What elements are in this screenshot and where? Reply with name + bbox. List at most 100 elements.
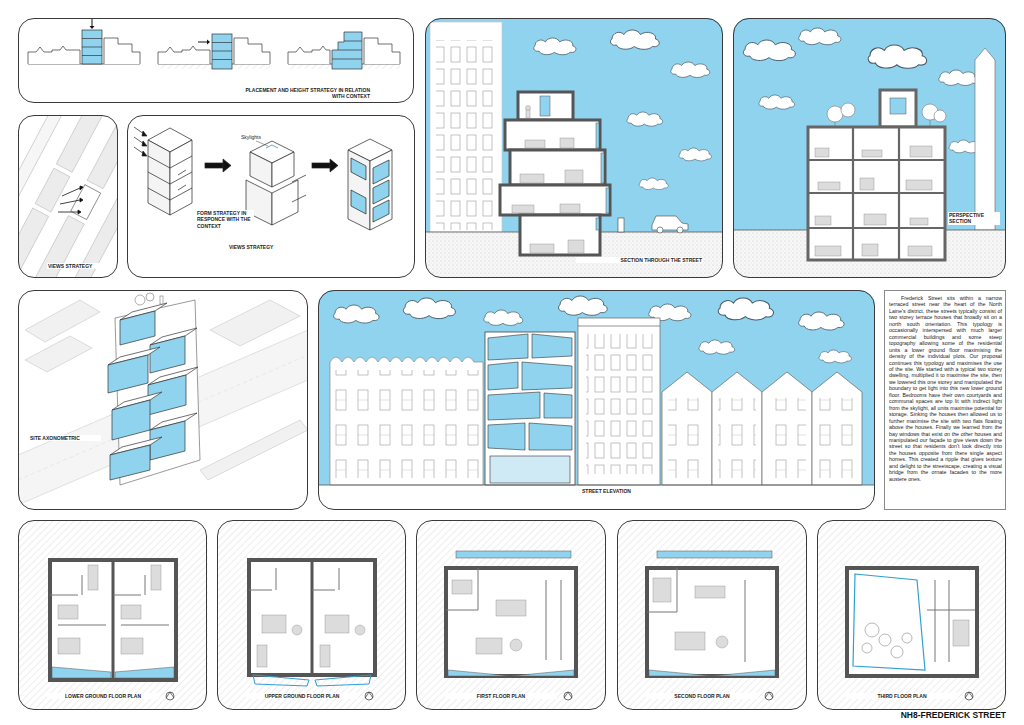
axonometric-drawing-part xyxy=(108,303,198,480)
perspective-section-drawing-part-part xyxy=(864,214,886,225)
street-elevation-drawing-part-part xyxy=(488,334,528,360)
upper-ground-plan-drawing-part-part-part xyxy=(325,615,349,633)
second-floor-plan-drawing-part-part xyxy=(647,568,745,662)
perspective-section-drawing-part-part xyxy=(808,127,945,260)
upper-ground-plan-drawing-part xyxy=(217,520,407,710)
upper-ground-plan-drawing-part-part-part xyxy=(320,645,330,667)
views-map-part xyxy=(18,115,118,278)
street-section-drawing-part xyxy=(627,112,663,126)
second-floor-plan-drawing xyxy=(617,520,807,710)
upper-ground-plan-drawing xyxy=(217,520,407,710)
lower-ground-plan-drawing-part-part-part xyxy=(58,605,78,619)
placement-diagrams-part-part xyxy=(82,30,102,64)
street-section-drawing-part xyxy=(540,96,609,230)
street-section-drawing-part-part xyxy=(526,106,531,111)
street-elevation-drawing-part xyxy=(718,298,773,320)
axonometric-drawing xyxy=(18,293,308,505)
drawing-caption: VIEWS STRATEGY xyxy=(228,244,290,250)
strategy-panel: PLACEMENT AND HEIGHT STRATEGY IN RELATIO… xyxy=(18,18,414,103)
second-floor-plan-drawing-part-part xyxy=(653,578,728,650)
second-floor-plan-drawing-part-part-part xyxy=(695,586,725,598)
placement-diagrams-part xyxy=(28,19,140,64)
street-section-drawing-part-part xyxy=(512,205,534,213)
first-floor-plan-drawing-part-part-part xyxy=(476,638,502,654)
first-floor-plan-drawing-part-part xyxy=(456,551,571,558)
perspective-section-drawing-part-part xyxy=(910,218,928,225)
form-strategy-drawing-part-part xyxy=(142,141,147,146)
axonometric-drawing-part-part xyxy=(110,445,150,480)
street-section-drawing-part-part xyxy=(526,110,530,118)
perspective-section-drawing-part-part xyxy=(815,216,831,225)
upper-ground-plan-drawing-part-part-part xyxy=(355,625,365,635)
drawing-caption: THIRD FLOOR PLAN xyxy=(846,693,958,699)
street-elevation-drawing-part xyxy=(330,357,483,485)
placement-diagrams xyxy=(28,19,400,69)
street-section-drawing-part-part xyxy=(505,120,600,150)
street-elevation-drawing-part-part xyxy=(522,362,572,390)
first-floor-plan-drawing-part-part-part xyxy=(564,692,572,700)
form-strategy-drawing-part xyxy=(292,175,306,202)
form-strategy-drawing-part xyxy=(272,180,298,225)
lower-ground-plan-drawing-part-part-part xyxy=(121,638,143,654)
street-section-drawing-part xyxy=(618,216,688,233)
street-elevation-drawing-part xyxy=(818,398,856,478)
axonometric-drawing-part-part xyxy=(150,336,185,373)
street-elevation-drawing-part xyxy=(484,310,523,325)
perspective-section-drawing xyxy=(733,18,1006,278)
perspective-section-drawing-part xyxy=(743,40,795,61)
first-floor-plan-drawing-part-part-part xyxy=(510,639,522,651)
second-floor-plan-drawing-part-part-part xyxy=(765,692,773,700)
placement-diagrams-part-part xyxy=(92,19,93,26)
second-floor-plan-drawing-part-part xyxy=(649,670,775,676)
views-map-part-part xyxy=(80,186,83,190)
perspective-section-drawing-part xyxy=(939,70,978,85)
form-strategy-drawing-part-part xyxy=(292,195,306,202)
street-section-drawing-part-part xyxy=(510,150,605,185)
views-map-part-part xyxy=(35,168,70,212)
street-elevation-drawing-part-part xyxy=(812,372,862,485)
street-elevation-drawing-part xyxy=(699,340,735,354)
form-strategy-drawing xyxy=(134,127,392,230)
placement-diagrams-part-part xyxy=(288,46,330,64)
street-elevation-drawing-part xyxy=(488,334,572,483)
street-elevation-drawing-part xyxy=(768,398,806,478)
third-floor-plan-drawing-part-part-part xyxy=(865,623,879,637)
form-strategy-drawing-part xyxy=(134,127,147,156)
second-floor-plan-drawing-part-part xyxy=(647,568,777,676)
second-floor-plan-drawing-part xyxy=(617,520,807,710)
lower-ground-plan-drawing-part-part xyxy=(58,565,161,654)
third-floor-plan-drawing-part-part xyxy=(847,568,977,676)
drawing-caption: SECTION THROUGH THE STREET xyxy=(576,257,703,263)
placement-diagrams-part xyxy=(288,32,400,69)
upper-ground-plan-drawing-part-part xyxy=(249,560,375,675)
third-floor-plan-drawing xyxy=(817,520,1007,710)
street-section-drawing-part xyxy=(436,40,496,230)
form-strategy-drawing-part xyxy=(373,200,389,222)
placement-diagrams-part-part xyxy=(332,41,362,59)
placement-diagrams-part-part xyxy=(28,46,80,64)
lower-ground-plan-drawing-part-part-part xyxy=(58,638,80,654)
perspective-section-drawing-part-part xyxy=(827,106,843,122)
form-strategy-drawing-part xyxy=(250,152,272,187)
form-strategy-drawing-part xyxy=(373,160,389,184)
street-elevation-drawing-part-part xyxy=(488,423,525,450)
street-section-drawing-part xyxy=(639,178,668,190)
drawing-caption: SITE AXONOMETRIC xyxy=(29,435,101,441)
form-strategy-panel: SkylightsFORM STRATEGY IN RESPONCE WITH … xyxy=(127,115,415,278)
second-floor-plan-drawing-part-part xyxy=(617,520,807,710)
first-floor-plan-drawing-part-part xyxy=(448,670,574,676)
street-section-drawing-part-part xyxy=(652,216,688,230)
third-floor-plan-drawing-part-part-part xyxy=(902,633,912,643)
perspective-section-drawing-part-part xyxy=(880,90,916,127)
street-section-drawing-part-part xyxy=(606,188,609,213)
street-section-drawing-part-part xyxy=(530,244,554,253)
drawing-caption: LOWER GROUND FLOOR PLAN xyxy=(47,693,159,699)
third-floor-plan-drawing-part-part xyxy=(853,574,925,670)
axonometric-drawing-part-part xyxy=(25,300,100,342)
street-section-drawing-part-part xyxy=(596,123,599,148)
third-floor-plan-drawing-part-part-part xyxy=(965,692,973,700)
placement-diagrams-part-part xyxy=(198,42,207,43)
street-section-drawing-part-part xyxy=(520,174,544,183)
third-floor-plan-drawing-part-part xyxy=(817,520,1007,710)
lower-ground-plan-drawing-part-part-part xyxy=(166,692,174,698)
